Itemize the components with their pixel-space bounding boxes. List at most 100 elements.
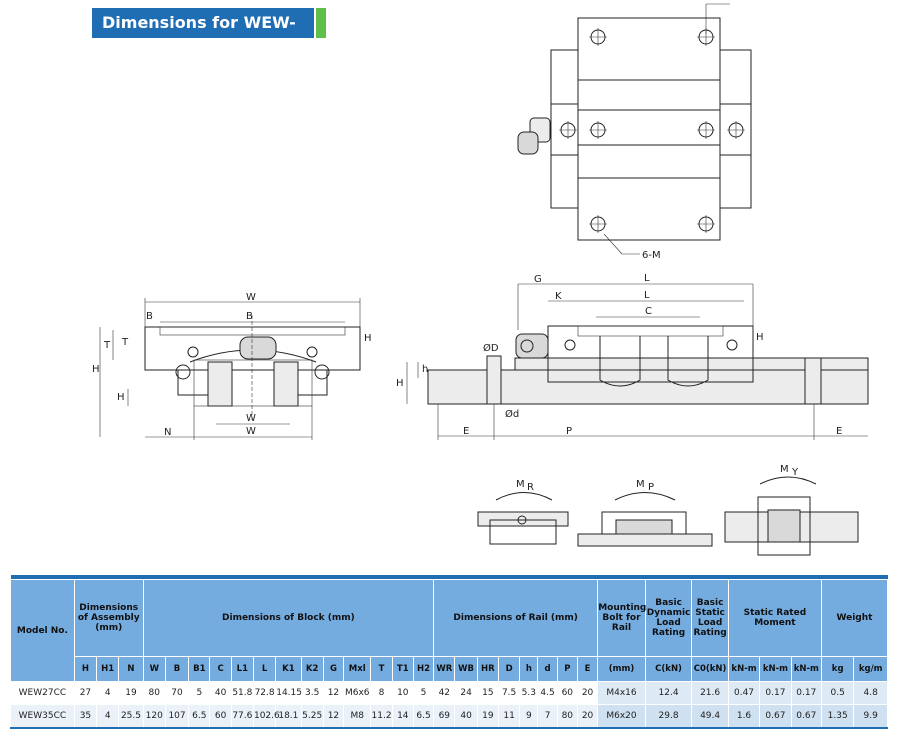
dim-G: G xyxy=(534,274,542,285)
column-header: kg xyxy=(820,656,855,682)
dim-T1: T xyxy=(103,340,111,351)
table-cell: 4 xyxy=(96,704,120,729)
table-cell: 35 xyxy=(73,704,98,729)
column-header: K1 xyxy=(275,656,302,682)
label-MY: M xyxy=(780,464,789,475)
dim-D: ØD xyxy=(483,342,499,354)
table-cell: 8 xyxy=(370,681,393,705)
column-header: B1 xyxy=(188,656,211,682)
column-header: H2 xyxy=(412,656,435,682)
column-header: C xyxy=(209,656,232,682)
table-cell: 5.25 xyxy=(300,704,324,729)
table-cell: 1.6 xyxy=(727,704,761,729)
table-cell: 25.5 xyxy=(118,704,144,729)
column-header: HR xyxy=(476,656,499,682)
moment-diagrams: M R M P M Y xyxy=(477,464,859,556)
th-rail: Dimensions of Rail (mm) xyxy=(433,579,599,657)
column-header: N xyxy=(118,656,144,682)
model-cell: WEW27CC xyxy=(10,681,75,705)
table-cell: 6.5 xyxy=(412,704,435,729)
column-header: WB xyxy=(454,656,478,682)
column-header: L1 xyxy=(230,656,254,682)
column-header: kN-m xyxy=(790,656,822,682)
dim-WR: W xyxy=(246,426,256,437)
column-header: P xyxy=(556,656,578,682)
table-cell: M8 xyxy=(343,704,372,729)
table-cell: 40 xyxy=(209,681,232,705)
column-header: kg/m xyxy=(853,656,888,682)
dim-H3: H xyxy=(756,332,764,343)
dim-B: B xyxy=(246,311,253,322)
table-cell: 80 xyxy=(556,704,578,729)
label-MR: M xyxy=(516,479,525,490)
th-weight: Weight xyxy=(820,579,889,657)
table-cell: 18.1 xyxy=(275,704,302,729)
table-cell: 5 xyxy=(188,681,211,705)
table-cell: 12.4 xyxy=(644,681,693,705)
table-cell: 19 xyxy=(476,704,499,729)
dim-L1: L xyxy=(644,290,650,301)
th-assembly: Dimensions of Assembly (mm) xyxy=(73,579,144,657)
column-header: H xyxy=(73,656,98,682)
page-title: Dimensions for WEW-CC xyxy=(92,8,314,62)
label-MP: M xyxy=(636,479,645,490)
column-header: kN-m xyxy=(759,656,792,682)
column-header: h xyxy=(519,656,539,682)
table-cell: 77.6 xyxy=(230,704,254,729)
model-cell: WEW35CC xyxy=(10,704,75,729)
table-cell: 4.8 xyxy=(853,681,888,705)
dim-h: h xyxy=(422,364,428,375)
table-cell: 80 xyxy=(142,681,166,705)
table-cell: M6x20 xyxy=(597,704,646,729)
th-static: Basic Static Load Rating xyxy=(691,579,729,657)
table-cell: 51.8 xyxy=(230,681,254,705)
front-view: W B B H T T H H N W W xyxy=(92,292,372,440)
six-m-label: 6-M xyxy=(642,250,661,261)
table-cell: 0.17 xyxy=(790,681,822,705)
column-header: d xyxy=(537,656,558,682)
table-cell: 40 xyxy=(454,704,478,729)
table-cell: 0.67 xyxy=(759,704,792,729)
dim-B1: B xyxy=(146,311,153,322)
dim-H1: H xyxy=(117,392,125,403)
table-cell: 6.5 xyxy=(188,704,211,729)
table-cell: 69 xyxy=(433,704,456,729)
table-cell: 5.3 xyxy=(519,681,539,705)
table-cell: 27 xyxy=(73,681,98,705)
table-cell: 72.8 xyxy=(252,681,277,705)
th-dynamic: Basic Dynamic Load Rating xyxy=(644,579,693,657)
spec-table: Model No. Dimensions of Assembly (mm) Di… xyxy=(10,575,889,729)
column-header: D xyxy=(497,656,521,682)
column-header: (mm) xyxy=(597,656,646,682)
dim-C: C xyxy=(645,306,652,317)
column-header: WR xyxy=(433,656,456,682)
table-cell: 24 xyxy=(454,681,478,705)
table-cell: 21.6 xyxy=(691,681,729,705)
table-cell: 15 xyxy=(476,681,499,705)
table-cell: 11 xyxy=(497,704,521,729)
svg-text:P: P xyxy=(648,482,654,493)
dim-K2: K xyxy=(555,291,562,302)
table-cell: 42 xyxy=(433,681,456,705)
column-header: G xyxy=(322,656,345,682)
th-block: Dimensions of Block (mm) xyxy=(142,579,435,657)
svg-text:R: R xyxy=(527,482,534,493)
table-cell: 70 xyxy=(164,681,190,705)
svg-text:Y: Y xyxy=(791,467,799,478)
top-view: 6-M xyxy=(517,3,752,261)
table-cell: 0.5 xyxy=(820,681,855,705)
dim-W: W xyxy=(246,292,256,303)
column-header: T xyxy=(370,656,393,682)
table-cell: 0.47 xyxy=(727,681,761,705)
table-cell: 20 xyxy=(576,704,599,729)
table-cell: 0.17 xyxy=(759,681,792,705)
table-cell: 12 xyxy=(322,681,345,705)
title-accent-bar xyxy=(316,8,326,38)
table-cell: 9 xyxy=(519,704,539,729)
column-header: C0(kN) xyxy=(691,656,729,682)
table-cell: 107 xyxy=(164,704,190,729)
